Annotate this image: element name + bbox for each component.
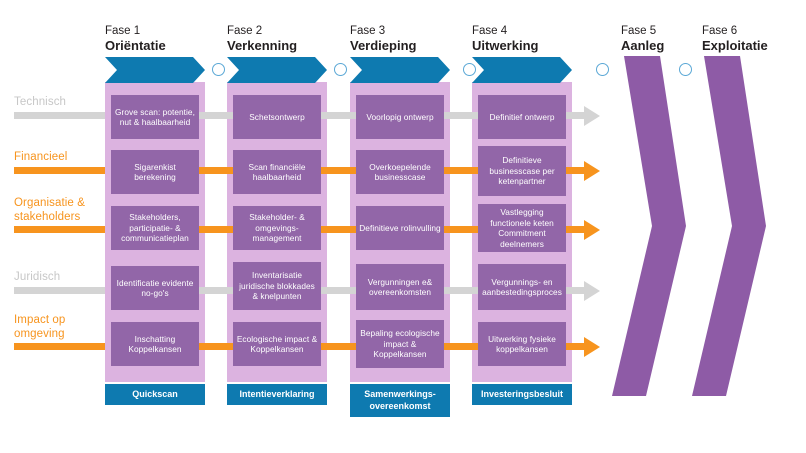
- card-p1-financieel[interactable]: Sigarenkist berekening: [111, 150, 199, 194]
- row-line-financieel: [14, 167, 110, 174]
- connector-r3-c2: [316, 287, 362, 294]
- phase-connector-circle-1: [212, 63, 225, 76]
- connector-r1-c3: [438, 167, 484, 174]
- connector-r4-c3: [438, 343, 484, 350]
- row-label-organisatie-line2: stakeholders: [14, 211, 81, 223]
- card-p3-organisatie[interactable]: Definitieve rolinvulling: [356, 206, 444, 250]
- card-p1-technisch[interactable]: Grove scan: potentie, nut & haalbaarheid: [111, 95, 199, 139]
- phase-header-6: Fase 6 Exploitatie: [702, 24, 806, 54]
- phase-6-number: Fase 6: [702, 25, 738, 37]
- arrow-shaft: [560, 226, 586, 233]
- connector-r4-c2: [316, 343, 362, 350]
- phase-2-name: Verkenning: [227, 38, 298, 53]
- connector-r3-c3: [438, 287, 484, 294]
- connector-r2-c3: [438, 226, 484, 233]
- connector-r3-c1: [193, 287, 239, 294]
- arrow-head-icon: [584, 105, 600, 126]
- arrow-shaft: [560, 343, 586, 350]
- arrow-r0-technisch: [560, 105, 606, 126]
- deliverable-phase-2[interactable]: Intentieverklaring: [227, 384, 327, 405]
- phase-3-number: Fase 3: [350, 25, 386, 37]
- card-p4-financieel[interactable]: Definitieve businesscase per ketenpartne…: [478, 146, 566, 196]
- phase-connector-circle-4: [596, 63, 609, 76]
- connector-r4-c1: [193, 343, 239, 350]
- deliverable-phase-4[interactable]: Investeringsbesluit: [472, 384, 572, 405]
- connector-r0-c2: [316, 112, 362, 119]
- connector-r1-c1: [193, 167, 239, 174]
- row-label-impact-line1: Impact op: [14, 314, 66, 326]
- card-p2-financieel[interactable]: Scan financiële haalbaarheid: [233, 150, 321, 194]
- row-line-impact: [14, 343, 110, 350]
- phase-2-number: Fase 2: [227, 25, 263, 37]
- card-p3-financieel[interactable]: Overkoepelende businesscase: [356, 150, 444, 194]
- row-label-technisch: Technisch: [14, 96, 67, 108]
- phase-header-4: Fase 4 Uitwerking: [472, 24, 592, 54]
- phase-chevron-2[interactable]: [227, 57, 327, 83]
- phase-header-1: Fase 1 Oriëntatie: [105, 24, 225, 54]
- card-p2-organisatie[interactable]: Stakeholder- & omgevings- management: [233, 206, 321, 250]
- arrow-head-icon: [584, 280, 600, 301]
- card-p1-juridisch[interactable]: Identificatie evidente no-go's: [111, 266, 199, 310]
- arrow-r4-impact: [560, 336, 606, 357]
- card-p2-technisch[interactable]: Schetsontwerp: [233, 95, 321, 139]
- connector-r1-c2: [316, 167, 362, 174]
- row-label-juridisch: Juridisch: [14, 271, 61, 283]
- connector-r2-c2: [316, 226, 362, 233]
- arrow-shaft: [560, 167, 586, 174]
- card-p3-technisch[interactable]: Voorlopig ontwerp: [356, 95, 444, 139]
- card-p3-juridisch[interactable]: Vergunningen e& overeenkomsten: [356, 264, 444, 310]
- phase-band-5: [612, 56, 692, 396]
- row-label-impact: Impact op omgeving: [14, 313, 110, 341]
- card-p2-juridisch[interactable]: Inventarisatie juridische blokkades & kn…: [233, 262, 321, 310]
- phase-6-name: Exploitatie: [702, 38, 768, 53]
- deliverable-phase-3-line1: Samenwerkings-: [364, 389, 436, 399]
- phase-chevron-4[interactable]: [472, 57, 572, 83]
- row-label-impact-line2: omgeving: [14, 328, 65, 340]
- card-p4-juridisch[interactable]: Vergunnings- en aanbestedingsproces: [478, 264, 566, 310]
- arrow-head-icon: [584, 336, 600, 357]
- phase-4-number: Fase 4: [472, 25, 508, 37]
- arrow-r1-financieel: [560, 160, 606, 181]
- arrow-r2-organisatie: [560, 219, 606, 240]
- arrow-head-icon: [584, 219, 600, 240]
- phase-5-number: Fase 5: [621, 25, 657, 37]
- phase-header-5: Fase 5 Aanleg: [621, 24, 741, 54]
- card-p2-impact[interactable]: Ecologische impact & Koppelkansen: [233, 322, 321, 366]
- phase-connector-circle-5: [679, 63, 692, 76]
- phase-header-3: Fase 3 Verdieping: [350, 24, 470, 54]
- row-line-organisatie: [14, 226, 110, 233]
- connector-r0-c3: [438, 112, 484, 119]
- phase-1-name: Oriëntatie: [105, 38, 166, 53]
- card-p1-organisatie[interactable]: Stakeholders, participatie- & communicat…: [111, 206, 199, 250]
- row-label-organisatie-line1: Organisatie &: [14, 197, 85, 209]
- phase-3-name: Verdieping: [350, 38, 417, 53]
- connector-r2-c1: [193, 226, 239, 233]
- phase-connector-circle-3: [463, 63, 476, 76]
- card-p4-technisch[interactable]: Definitief ontwerp: [478, 95, 566, 139]
- phase-1-number: Fase 1: [105, 25, 141, 37]
- phase-band-6: [692, 56, 782, 396]
- deliverable-phase-3-line2: overeenkomst: [369, 400, 431, 411]
- row-line-juridisch: [14, 287, 110, 294]
- card-p4-impact[interactable]: Uitwerking fysieke koppelkansen: [478, 322, 566, 366]
- card-p4-organisatie[interactable]: Vastlegging functionele keten Commitment…: [478, 204, 566, 252]
- arrow-shaft: [560, 112, 586, 119]
- row-label-financieel: Financieel: [14, 151, 68, 163]
- connector-r0-c1: [193, 112, 239, 119]
- phase-chevron-3[interactable]: [350, 57, 450, 83]
- row-label-organisatie: Organisatie & stakeholders: [14, 196, 110, 224]
- phase-header-2: Fase 2 Verkenning: [227, 24, 347, 54]
- arrow-r3-juridisch: [560, 280, 606, 301]
- phase-connector-circle-2: [334, 63, 347, 76]
- phase-5-name: Aanleg: [621, 38, 665, 53]
- phase-4-name: Uitwerking: [472, 38, 539, 53]
- arrow-shaft: [560, 287, 586, 294]
- arrow-head-icon: [584, 160, 600, 181]
- deliverable-phase-1[interactable]: Quickscan: [105, 384, 205, 405]
- phase-chevron-1[interactable]: [105, 57, 205, 83]
- card-p1-impact[interactable]: Inschatting Koppelkansen: [111, 322, 199, 366]
- card-p3-impact[interactable]: Bepaling ecologische impact & Koppelkans…: [356, 320, 444, 368]
- row-line-technisch: [14, 112, 110, 119]
- deliverable-phase-3[interactable]: Samenwerkings- overeenkomst: [350, 384, 450, 417]
